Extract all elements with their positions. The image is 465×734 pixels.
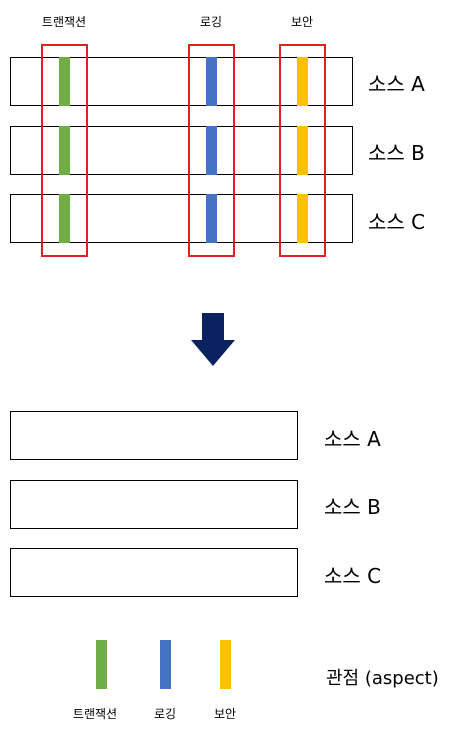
bar-transaction-a bbox=[59, 57, 70, 106]
bottom-source-label-a: 소스 A bbox=[324, 427, 381, 451]
header-transaction: 트랜잭션 bbox=[41, 15, 87, 29]
bar-security-b bbox=[297, 126, 308, 175]
bar-security-a bbox=[297, 57, 308, 106]
bottom-source-box-b bbox=[10, 480, 298, 529]
bar-logging-c bbox=[206, 194, 217, 243]
bottom-source-label-c: 소스 C bbox=[324, 564, 382, 588]
legend-bar-logging bbox=[160, 640, 171, 689]
bar-logging-b bbox=[206, 126, 217, 175]
legend-bar-security bbox=[220, 640, 231, 689]
legend-label-logging: 로깅 bbox=[153, 707, 177, 721]
header-logging: 로깅 bbox=[199, 15, 223, 29]
bottom-source-box-a bbox=[10, 411, 298, 460]
top-source-label-c: 소스 C bbox=[368, 210, 426, 234]
bar-transaction-b bbox=[59, 126, 70, 175]
highlight-security-column bbox=[279, 44, 326, 257]
legend-bar-transaction bbox=[96, 640, 107, 689]
bar-transaction-c bbox=[59, 194, 70, 243]
bar-security-c bbox=[297, 194, 308, 243]
legend-label-security: 보안 bbox=[213, 707, 237, 721]
bottom-source-label-b: 소스 B bbox=[324, 495, 381, 519]
bottom-source-box-c bbox=[10, 548, 298, 597]
legend-label-transaction: 트랜잭션 bbox=[72, 707, 118, 721]
top-source-label-b: 소스 B bbox=[368, 141, 425, 165]
highlight-transaction-column bbox=[41, 44, 88, 257]
top-source-label-a: 소스 A bbox=[368, 72, 425, 96]
highlight-logging-column bbox=[188, 44, 235, 257]
down-arrow-icon bbox=[191, 313, 235, 366]
bar-logging-a bbox=[206, 57, 217, 106]
aspect-label: 관점 (aspect) bbox=[326, 668, 439, 689]
header-security: 보안 bbox=[290, 15, 314, 29]
